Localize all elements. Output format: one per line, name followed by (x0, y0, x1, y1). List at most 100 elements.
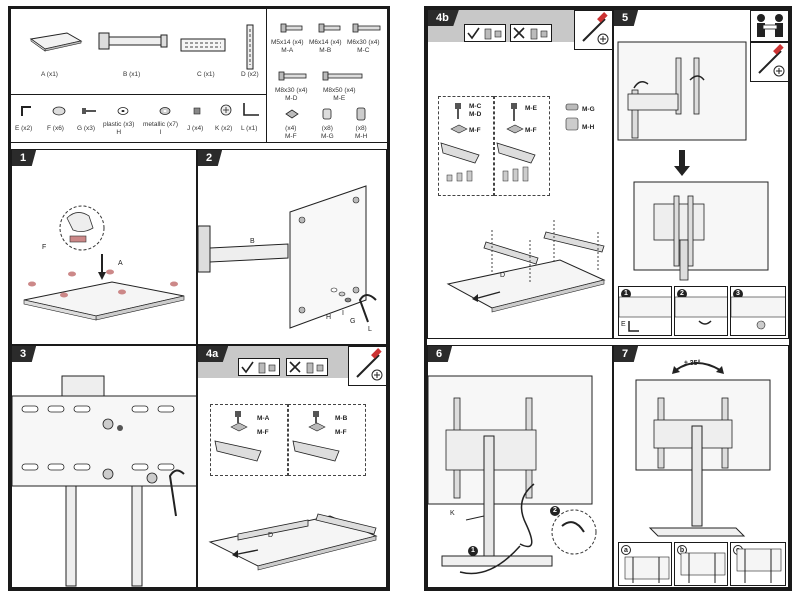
parts-panel-large: A (x1) B (x1) C (x1) D (x2) (11, 9, 267, 95)
step-4a-right-detail: M-B M-F (288, 404, 366, 476)
step-7-sub-b: b (674, 542, 728, 586)
screw-mb-label: M6x14 (x4)M-B (309, 39, 342, 54)
part-i-icon (159, 107, 171, 115)
step-2-label-g: G (350, 318, 356, 325)
step-7-sub-c: c (730, 542, 786, 586)
step-4b-code-md: M-D (469, 111, 482, 118)
step-5-sub-2-badge: 2 (677, 289, 687, 299)
step-7-sub-a-badge: a (621, 545, 631, 555)
screw-ma-icon (280, 23, 303, 33)
step-5-sub-3-art (731, 296, 785, 330)
step-7-panel: 7 ± 35° a b c (613, 345, 789, 588)
step-4a-code-mf-2: M-F (335, 429, 347, 436)
part-l-label: L (x1) (241, 125, 258, 132)
step-4b-spacers-illustration (565, 103, 579, 131)
part-b-label: B (x1) (123, 71, 141, 78)
step-4b-code-me: M-E (525, 105, 537, 112)
part-k-icon (220, 104, 232, 116)
step-7-rotation-label: ± 35° (684, 360, 701, 367)
step-4b-code-mf-2: M-F (525, 127, 537, 134)
step-4b-wrong-icon (510, 24, 552, 42)
part-i-label: metallic (x7)I (143, 121, 179, 136)
right-page: 4b M-C M-D M-F M-E M-F (424, 6, 792, 591)
step-4a-code-mf-1: M-F (257, 429, 269, 436)
step-6-number: 6 (428, 346, 453, 362)
step-4b-number: 4b (428, 10, 459, 26)
part-e-label: E (x2) (15, 125, 33, 132)
step-4b-panel: 4b M-C M-D M-F M-E M-F (427, 9, 613, 339)
step-6-illustration (428, 375, 597, 575)
step-1-label-a: A (118, 260, 123, 267)
part-g-label: G (x3) (77, 125, 96, 132)
step-7-sub-c-art (736, 548, 782, 583)
step-6-sub-2-badge: 2 (550, 506, 560, 516)
step-4b-code-mg: M-G (582, 106, 595, 113)
step-4a-base-illustration (208, 513, 378, 571)
step-4a-left-detail-art (214, 411, 262, 462)
step-5-sub-3: 3 (730, 286, 786, 336)
step-7-sub-a-art (624, 556, 670, 583)
step-4a-screwdriver-icon (348, 346, 386, 386)
step-4a-code-mb: M-B (335, 415, 348, 422)
step-7-sub-a: a (618, 542, 672, 586)
step-2-label-h: H (326, 314, 332, 321)
screw-md-label: M8x30 (x4)M-D (275, 87, 308, 102)
step-4b-code-mc: M-C (469, 103, 482, 110)
part-d-label: D (x2) (241, 71, 259, 78)
part-h-icon (117, 107, 129, 115)
step-4a-wrong-icon (286, 358, 328, 376)
step-2-panel: 2 B H I G L (197, 149, 387, 345)
step-1-panel: 1 F A (11, 149, 197, 345)
parts-panel-small: E (x2) F (x6) G (x3) plastic (x3)H metal… (11, 95, 267, 143)
part-a-label: A (x1) (41, 71, 58, 78)
part-e-icon (21, 106, 31, 116)
part-k-label: K (x2) (215, 125, 233, 132)
screw-mc-label: M6x30 (x4)M-C (347, 39, 380, 54)
spacer-mf-icon (285, 109, 299, 119)
step-3-illustration (12, 375, 196, 587)
screw-mc-icon (352, 23, 381, 33)
step-2-label-b: B (250, 238, 255, 245)
step-4a-left-detail: M-A M-F (210, 404, 288, 476)
step-6-sub-1-badge: 1 (468, 546, 478, 556)
screw-ma-label: M5x14 (x4)M-A (271, 39, 304, 54)
step-4a-label-d: D (268, 532, 274, 539)
step-4b-left-detail: M-C M-D M-F (438, 96, 494, 196)
part-j-icon (193, 107, 201, 115)
step-4b-right-detail-art (496, 103, 536, 182)
part-b-column-illustration (98, 32, 168, 50)
step-4b-label-d: D (500, 272, 506, 279)
step-2-label-l: L (368, 326, 372, 333)
step-4b-code-mh: M-H (582, 124, 595, 131)
step-4b-correct-icon (464, 24, 506, 42)
screw-me-label: M8x50 (x4)M-E (323, 87, 356, 102)
part-g-icon (82, 108, 96, 114)
step-7-illustration (635, 362, 771, 537)
part-f-icon (52, 106, 66, 116)
step-5-sub-1-badge: 1 (621, 289, 631, 299)
step-5-label-e: E (621, 321, 626, 328)
part-c-label: C (x1) (197, 71, 215, 78)
step-6-label-k: K (450, 510, 455, 517)
step-5-sub-1-art (619, 296, 671, 332)
spacer-mg-label: (x8)M-G (321, 125, 334, 140)
step-4b-base-illustration (446, 220, 606, 313)
step-2-illustration (198, 185, 377, 329)
step-4a-panel: 4a M-A M-F M-B M-F (197, 345, 387, 588)
step-4b-screwdriver-icon (574, 10, 612, 50)
step-3-panel: 3 (11, 345, 197, 588)
step-5-number: 5 (614, 10, 639, 26)
step-4a-code-ma: M-A (257, 415, 270, 422)
part-l-icon (243, 103, 259, 116)
step-1-number: 1 (12, 150, 37, 166)
screws-panel: M5x14 (x4)M-A M6x14 (x4)M-B M6x30 (x4)M-… (267, 9, 387, 143)
step-5-sub-3-badge: 3 (733, 289, 743, 299)
left-page: A (x1) B (x1) C (x1) D (x2) (8, 6, 390, 591)
spacer-mg-icon (322, 108, 332, 120)
step-2-number: 2 (198, 150, 223, 166)
step-4a-correct-icon (238, 358, 280, 376)
step-5-two-person-icon (750, 10, 788, 42)
step-7-sub-b-art (680, 552, 726, 583)
step-1-label-f: F (42, 244, 47, 251)
step-4b-code-mf-1: M-F (469, 127, 481, 134)
